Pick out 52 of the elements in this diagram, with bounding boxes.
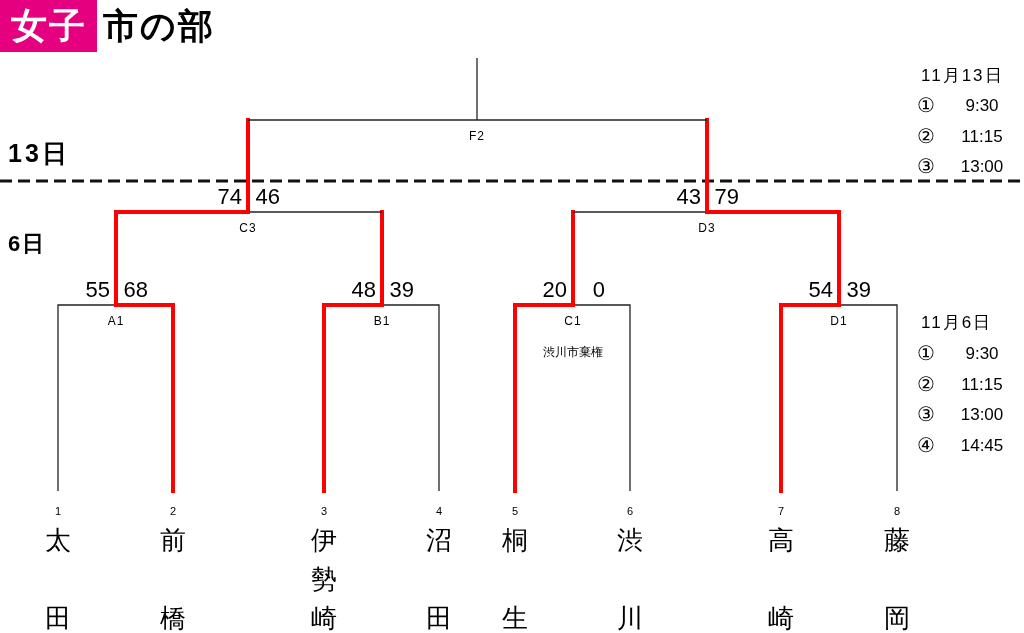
day-label: 6日 [8,231,47,257]
seed-number: 5 [511,505,519,518]
round-number: ① [917,341,935,365]
seed-number: 2 [169,505,177,518]
team-name: 前橋 [160,525,186,633]
team-name: 太田 [45,525,71,633]
start-time: 13:00 [960,403,1004,425]
team-name: 桐生 [502,525,528,633]
seed-number: 8 [893,505,901,518]
team-name: 高崎 [768,525,794,633]
team-name: 伊勢崎 [311,524,337,633]
bracket-line [381,304,440,492]
start-time: 9:30 [965,342,999,364]
round-number: ④ [917,433,935,457]
start-time: 13:00 [960,155,1004,177]
start-time: 14:45 [960,434,1004,456]
team-name: 藤岡 [884,525,910,633]
bracket-line [572,304,631,492]
match-code: F2 [469,129,485,143]
start-time: 9:30 [965,94,999,116]
start-time: 11:15 [961,373,1003,395]
match-code: C3 [239,221,257,235]
schedule-date: 11月13日 [921,64,1004,86]
match-code: D3 [698,221,716,235]
seed-number: 7 [777,505,785,518]
bracket-line [246,118,478,214]
bracket-line [57,304,117,492]
day-label: 13日 [8,138,70,168]
round-number: ② [917,372,935,396]
seed-number: 3 [320,505,328,518]
match-code: A1 [107,314,125,328]
bracket-line [571,210,708,307]
round-number: ② [917,124,935,148]
team-name: 沼田 [426,525,452,633]
title: 市の部 [103,5,215,47]
seed-number: 6 [626,505,634,518]
team-name: 渋川 [617,525,643,633]
round-number: ① [917,93,935,117]
round-number: ③ [917,402,935,426]
bracket-line [476,57,478,121]
seed-number: 1 [54,505,62,518]
round-number: ③ [917,154,935,178]
category-badge: 女子 [0,0,97,52]
seed-number: 4 [435,505,443,518]
note-text: 渋川市棄権 [543,345,603,359]
bracket-line [838,304,898,492]
bracket-line [247,210,384,307]
match-code: C1 [564,314,582,328]
match-code: B1 [373,314,391,328]
schedule-date: 11月6日 [921,311,993,333]
match-code: D1 [830,314,848,328]
start-time: 11:15 [961,125,1003,147]
